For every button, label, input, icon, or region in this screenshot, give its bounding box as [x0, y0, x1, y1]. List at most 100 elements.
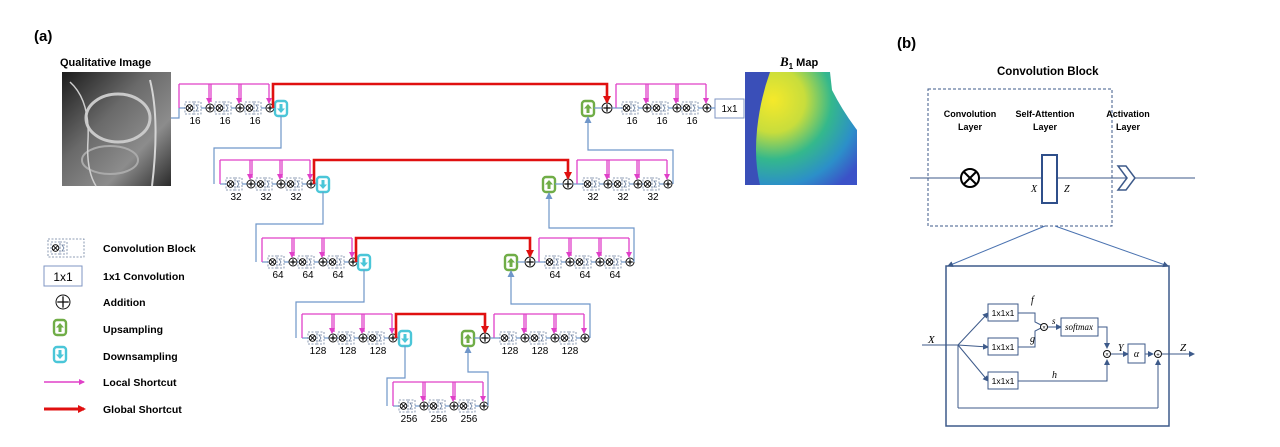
block-z-label: Z — [1064, 184, 1070, 195]
conv-sub-box — [60, 242, 67, 254]
conv-sub-box — [235, 178, 242, 190]
conv-block — [622, 102, 638, 114]
addition-icon — [521, 334, 529, 342]
layer-act-line2: Layer — [1116, 122, 1141, 132]
global-shortcut-arrow — [314, 160, 568, 184]
channel-label: 64 — [332, 270, 344, 281]
conv-sigma — [511, 335, 514, 341]
conv-block — [185, 102, 201, 114]
alpha-label: α — [1134, 349, 1140, 360]
addition-icon — [420, 402, 428, 410]
channel-label: 16 — [656, 116, 668, 127]
conv-sub-box — [337, 256, 344, 268]
channel-label: 32 — [647, 192, 659, 203]
conv-sub-box — [661, 102, 668, 114]
conv-block — [298, 256, 314, 268]
upsampling-icon — [505, 255, 517, 270]
channel-label: 128 — [502, 346, 519, 357]
addition-icon — [673, 104, 681, 112]
legend-label-conv_block: Convolution Block — [103, 243, 196, 255]
legend-label-local_shortcut: Local Shortcut — [103, 377, 177, 389]
conv-block — [226, 178, 242, 190]
encoder-stage-3: 646464 — [262, 238, 357, 281]
channel-label: 128 — [562, 346, 579, 357]
channel-label: 128 — [310, 346, 327, 357]
attn-conv-h-label: 1x1x1 — [992, 376, 1015, 386]
channel-label: 64 — [549, 270, 561, 281]
channel-label: 32 — [260, 192, 272, 203]
conv-block — [399, 400, 415, 412]
upsampling-icon — [582, 101, 594, 116]
upsampling-icon — [543, 177, 555, 192]
decoder-stage-2: 323232 — [577, 160, 672, 203]
conv-sigma — [256, 105, 259, 111]
addition-icon — [450, 402, 458, 410]
channel-label: 64 — [609, 270, 621, 281]
conv-sub-box — [295, 178, 302, 190]
conv-block — [338, 332, 354, 344]
attn-conv-f-label: 1x1x1 — [992, 308, 1015, 318]
input-mri-image — [62, 72, 171, 186]
conv-sub-box — [254, 102, 261, 114]
upsample-connector — [468, 347, 488, 406]
conv-sigma — [226, 105, 229, 111]
conv1x1-label: 1x1 — [721, 104, 738, 115]
conv-sub-box — [652, 178, 659, 190]
channel-label: 64 — [272, 270, 284, 281]
attn-h-label: h — [1052, 370, 1057, 381]
conv-sigma — [470, 403, 473, 409]
addition-icon — [236, 104, 244, 112]
channel-label: 32 — [290, 192, 302, 203]
conv-sub-box — [631, 102, 638, 114]
encoder-stage-2: 32 32 32 — [220, 160, 315, 203]
softmax-label: softmax — [1065, 322, 1093, 332]
conv-block — [500, 332, 516, 344]
conv-sigma — [349, 335, 352, 341]
input-image-title: Qualitative Image — [60, 57, 151, 69]
conv-sub-box — [539, 332, 546, 344]
conv-sub-box — [408, 400, 415, 412]
conv-sigma — [571, 335, 574, 341]
conv-block — [530, 332, 546, 344]
conv-block — [328, 256, 344, 268]
zoom-arrow-left — [948, 226, 1045, 266]
attn-conv-g-label: 1x1x1 — [992, 342, 1015, 352]
global-add-icon — [563, 179, 573, 189]
input-connector — [171, 108, 179, 118]
conv-sub-box — [317, 332, 324, 344]
conv-sub-box — [569, 332, 576, 344]
conv-sub-box — [691, 102, 698, 114]
conv-block — [215, 102, 231, 114]
layer-conv-line1: Convolution — [944, 109, 997, 119]
conv-sigma — [440, 403, 443, 409]
upsample-connector — [588, 117, 673, 184]
conv-sub-box — [377, 332, 384, 344]
conv-sigma — [624, 181, 627, 187]
global-add-icon — [525, 257, 535, 267]
panel-b-label: (b) — [897, 35, 916, 52]
conv-sigma — [309, 259, 312, 265]
addition-icon — [359, 334, 367, 342]
panel-a-label: (a) — [34, 28, 52, 45]
svg-text:×: × — [1042, 326, 1046, 332]
addition-icon — [581, 334, 589, 342]
conv-sub-box — [265, 178, 272, 190]
conv-block — [368, 332, 384, 344]
channel-label: 16 — [219, 116, 231, 127]
upsample-connector — [511, 271, 590, 338]
decoder-stage-4: 128128128 — [494, 314, 589, 357]
conv-block — [286, 178, 302, 190]
conv-sub-box — [438, 400, 445, 412]
channel-label: 32 — [230, 192, 242, 203]
addition-icon — [643, 104, 651, 112]
attn-input-x: X — [927, 334, 936, 346]
downsampling-icon — [358, 255, 370, 270]
conv-sub-box — [277, 256, 284, 268]
channel-label: 256 — [431, 414, 448, 425]
legend-addition-icon — [56, 295, 70, 309]
zoom-arrow-right — [1055, 226, 1168, 266]
